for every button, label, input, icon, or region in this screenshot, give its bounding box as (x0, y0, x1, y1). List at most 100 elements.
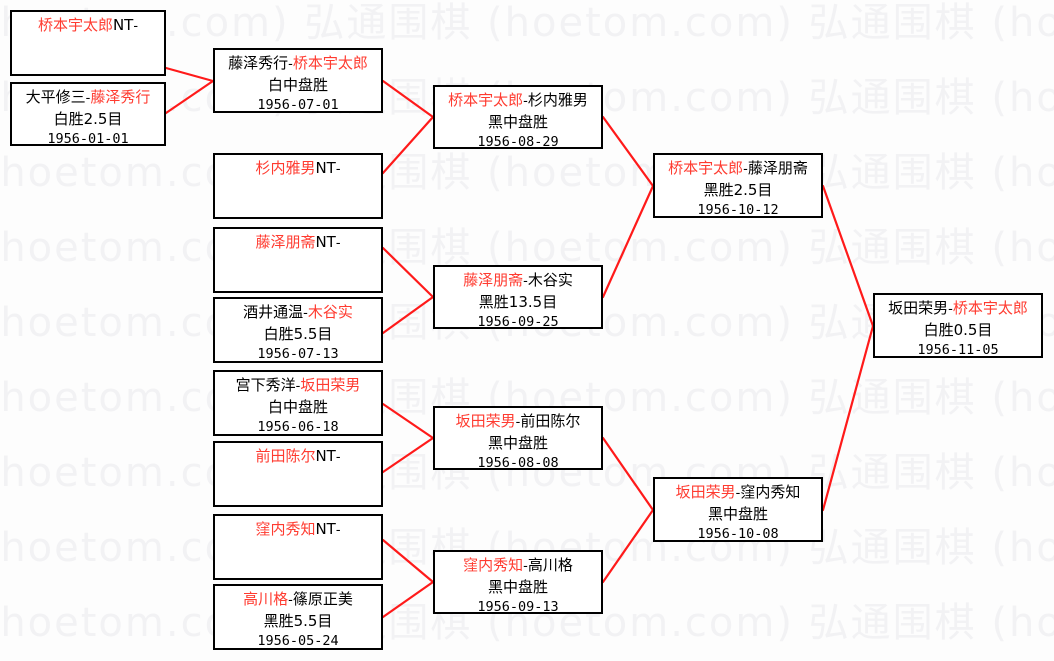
match-date: 1956-10-12 (697, 202, 779, 218)
match-date: 1956-05-24 (257, 633, 339, 649)
match-result: 黑中盘胜 (707, 505, 768, 523)
matchup-line: 窪内秀知NT- (215, 519, 381, 541)
separator: - (133, 19, 139, 34)
player-winner: 窪内秀知 (255, 520, 316, 538)
matchup-line: 前田陈尔NT- (215, 446, 381, 468)
player-left: NT (112, 16, 134, 34)
seed-sugiuchi-masao[interactable]: 杉内雅男NT- (213, 153, 383, 219)
player-right: 篠原正美 (292, 590, 353, 608)
match-result: 白中盘胜 (267, 398, 328, 416)
seed-fujisawa-hosai[interactable]: 藤泽朋斋NT- (213, 227, 383, 293)
separator: - (523, 274, 528, 289)
matchup-line: 藤泽秀行-桥本宇太郎 (215, 53, 381, 75)
player-left: 大平修三 (25, 88, 86, 106)
match-result: 白胜0.5目 (923, 321, 993, 339)
player-right: 杉内雅男 (527, 91, 588, 109)
match-date: 1956-09-25 (477, 314, 559, 330)
match-fujisawa-hideyuki-hashimoto[interactable]: 藤泽秀行-桥本宇太郎白中盘胜 1956-07-01 (213, 48, 383, 113)
separator: - (295, 379, 301, 394)
separator: - (523, 94, 528, 109)
player-right: 木谷实 (527, 271, 573, 289)
match-result: 白胜5.5目 (263, 325, 333, 343)
player-left: NT (315, 233, 336, 251)
separator: - (288, 593, 293, 608)
separator: - (335, 236, 341, 251)
separator: - (288, 57, 293, 72)
player-left: 酒井通温 (243, 303, 304, 321)
player-winner: 藤泽朋斋 (255, 233, 316, 251)
matchup-line: 大平修三-藤泽秀行 (12, 87, 164, 109)
separator: - (948, 302, 953, 317)
match-result: 黑胜2.5目 (703, 181, 773, 199)
player-winner: 木谷实 (307, 303, 353, 321)
seed-maeda-nobuaki[interactable]: 前田陈尔NT- (213, 441, 383, 507)
match-result: 黑胜13.5目 (478, 293, 558, 311)
separator: - (515, 415, 521, 430)
matchup-line: 藤泽朋斋NT- (215, 232, 381, 254)
player-left: NT (315, 447, 336, 465)
player-winner: 藤泽朋斋 (463, 271, 524, 289)
player-winner: 藤泽秀行 (90, 88, 151, 106)
player-winner: 坂田荣男 (675, 483, 736, 501)
player-winner: 桥本宇太郎 (952, 299, 1028, 317)
player-winner: 桥本宇太郎 (668, 159, 744, 177)
match-date: 1956-08-29 (477, 134, 559, 150)
match-result: 白中盘胜 (267, 76, 328, 94)
seed-kubouchi-shuchi[interactable]: 窪内秀知NT- (213, 514, 383, 580)
match-date: 1956-07-01 (257, 97, 339, 113)
player-winner: 窪内秀知 (463, 556, 524, 574)
matchup-line: 酒井通温-木谷实 (215, 302, 381, 324)
player-left: 宫下秀洋 (235, 376, 296, 394)
matchup-line: 杉内雅男NT- (215, 158, 381, 180)
separator: - (335, 450, 341, 465)
separator: - (335, 162, 341, 177)
player-winner: 桥本宇太郎 (292, 54, 368, 72)
player-left: 坂田荣男 (888, 299, 949, 317)
match-date: 1956-11-05 (917, 342, 999, 358)
matchup-line: 坂田荣男-桥本宇太郎 (875, 298, 1041, 320)
separator: - (523, 559, 528, 574)
player-right: 窪内秀知 (740, 483, 801, 501)
player-winner: 坂田荣男 (300, 376, 361, 394)
match-date: 1956-08-08 (477, 455, 559, 471)
seed-hashimoto-utaro[interactable]: 桥本宇太郎NT- (10, 10, 166, 76)
player-winner: 高川格 (243, 590, 289, 608)
separator: - (735, 486, 741, 501)
match-date: 1956-07-13 (257, 346, 339, 362)
match-date: 1956-01-01 (47, 131, 129, 147)
player-left: NT (315, 159, 336, 177)
matchup-line: 高川格-篠原正美 (215, 589, 381, 611)
separator: - (335, 523, 341, 538)
player-winner: 桥本宇太郎 (448, 91, 524, 109)
player-right: 藤泽朋斋 (747, 159, 808, 177)
matchup-line: 坂田荣男-前田陈尔 (435, 411, 601, 433)
player-winner: 前田陈尔 (255, 447, 316, 465)
match-date: 1956-06-18 (257, 419, 339, 435)
separator: - (85, 91, 91, 106)
separator: - (303, 306, 308, 321)
player-right: 高川格 (527, 556, 573, 574)
player-winner: 桥本宇太郎 (37, 16, 113, 34)
match-fujisawa-hosai-kitani[interactable]: 藤泽朋斋-木谷实黑胜13.5目 1956-09-25 (433, 265, 603, 330)
player-left: NT (315, 520, 336, 538)
separator: - (743, 162, 748, 177)
match-result: 白胜2.5目 (53, 110, 123, 128)
player-winner: 杉内雅男 (255, 159, 316, 177)
matchup-line: 桥本宇太郎-杉内雅男 (435, 90, 601, 112)
match-result: 黑中盘胜 (487, 578, 548, 596)
matchup-line: 宫下秀洋-坂田荣男 (215, 375, 381, 397)
matchup-line: 窪内秀知-高川格 (435, 555, 601, 577)
match-date: 1956-09-13 (477, 599, 559, 615)
matchup-line: 桥本宇太郎NT- (12, 15, 164, 37)
match-hashimoto-fujisawa-hosai[interactable]: 桥本宇太郎-藤泽朋斋黑胜2.5目 1956-10-12 (653, 153, 823, 218)
